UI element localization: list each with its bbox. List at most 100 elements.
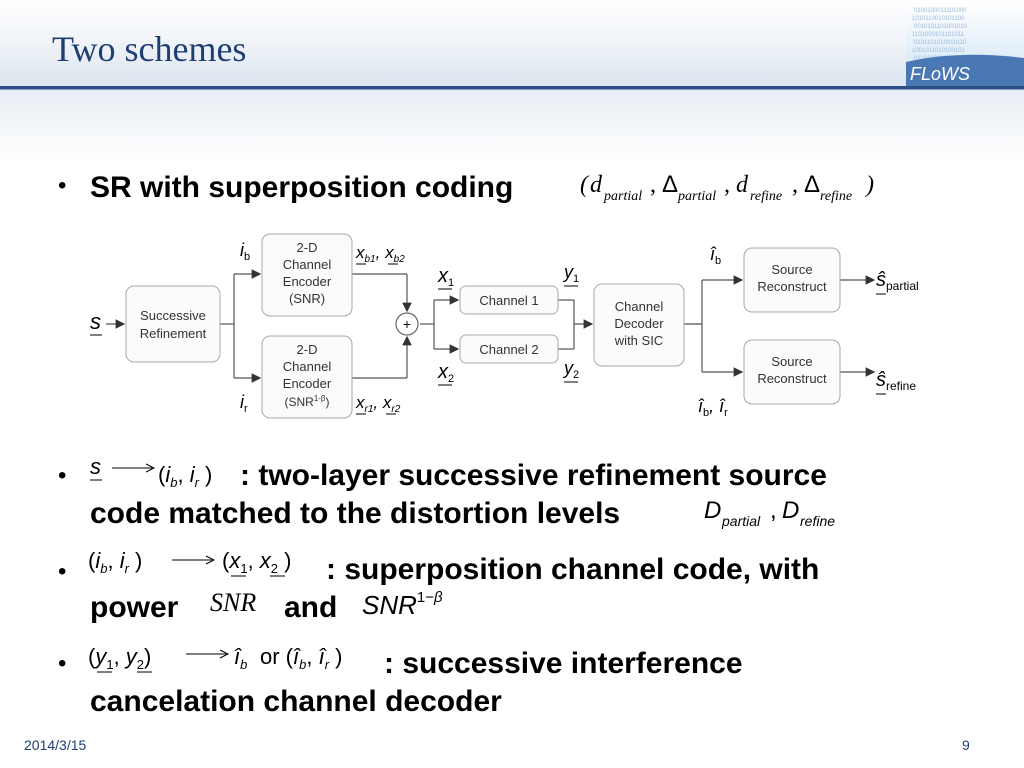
channel-2-block [459, 334, 559, 364]
svg-text:0100100011101000: 0100100011101000 [914, 8, 967, 14]
svg-text:(: ( [580, 172, 590, 198]
logo-text: FLoWS [910, 64, 970, 84]
svg-text:ŝrefine: ŝrefine [876, 369, 916, 393]
svg-text:D: D [704, 497, 721, 524]
bullet-dot: • [58, 172, 67, 199]
svg-text:or (îb, îr ): or (îb, îr ) [260, 644, 343, 672]
svg-text:1001011010100101: 1001011010100101 [912, 48, 966, 54]
svg-text:2-D: 2-D [297, 342, 318, 357]
svg-text:ŝpartial: ŝpartial [876, 269, 919, 293]
header-band [0, 0, 1024, 88]
svg-text:Channel 1: Channel 1 [479, 293, 538, 308]
svg-text:): ) [864, 172, 874, 198]
bullet-3-text-power: power [90, 591, 179, 624]
bullet-3-text: : superposition channel code, with [326, 553, 820, 586]
svg-text:Channel: Channel [283, 257, 332, 272]
bullet-dot: • [58, 462, 67, 489]
svg-text:with SIC: with SIC [614, 333, 663, 348]
svg-text:refine: refine [820, 189, 852, 204]
svg-text:Channel 2: Channel 2 [479, 342, 538, 357]
svg-text:,: , [650, 172, 656, 198]
svg-text:1010110010101100: 1010110010101100 [912, 16, 965, 22]
source-reconstruct-1-block [743, 247, 841, 313]
svg-text:d: d [736, 172, 749, 198]
svg-text:Encoder: Encoder [283, 376, 332, 391]
svg-text:x1: x1 [437, 265, 454, 289]
bullet-4-text-line2: cancelation channel decoder [90, 685, 502, 718]
sr-block [125, 285, 221, 363]
bullet-4-math: (y1, y2) îb or (îb, îr ) [88, 644, 343, 673]
svg-text:d: d [590, 172, 603, 198]
svg-text:Δ: Δ [804, 171, 820, 198]
flows-logo: 0100100011101000 1010110010101100 001010… [906, 2, 1024, 86]
encoder-1-block [261, 233, 353, 317]
svg-text:refine: refine [800, 513, 835, 529]
bullet-4-text: : successive interference [384, 647, 743, 680]
bullet-2-text: : two-layer successive refinement source [240, 459, 827, 492]
header-fade [0, 90, 1024, 160]
svg-text:(y1, y2): (y1, y2) [88, 644, 151, 672]
svg-text:(x1, x2 ): (x1, x2 ) [222, 548, 291, 576]
svg-text:Refinement: Refinement [140, 326, 207, 341]
svg-text:ib: ib [240, 240, 250, 263]
svg-text:Reconstruct: Reconstruct [757, 371, 827, 386]
page-number: 9 [962, 737, 970, 753]
svg-text:(ib, ir ): (ib, ir ) [88, 548, 142, 576]
svg-text:xb1, xb2: xb1, xb2 [355, 243, 405, 265]
svg-text:Channel: Channel [615, 299, 664, 314]
bullet-dot: • [58, 650, 67, 677]
svg-text:Source: Source [771, 354, 812, 369]
svg-text:ir: ir [240, 392, 248, 415]
bullet-3-math: (ib, ir ) (x1, x2 ) [88, 548, 291, 577]
header-rule-light [0, 89, 1024, 90]
svg-text:Successive: Successive [140, 308, 206, 323]
svg-text:partial: partial [603, 189, 642, 204]
svg-text:,: , [770, 497, 777, 524]
svg-text:xr1, xr2: xr1, xr2 [355, 393, 401, 415]
svg-text:1101000101101011: 1101000101101011 [912, 32, 965, 38]
bullet-3-math-snr: SNR [210, 588, 257, 617]
svg-text:SNR1−β: SNR1−β [362, 589, 443, 620]
svg-text:s: s [90, 309, 101, 334]
svg-text:îb: îb [710, 244, 721, 267]
block-diagram: + Successive Refinement 2-D Channel Enco… [90, 233, 919, 419]
svg-text:Reconstruct: Reconstruct [757, 279, 827, 294]
svg-text:Source: Source [771, 262, 812, 277]
svg-text:Δ: Δ [662, 171, 678, 198]
sum-symbol: + [403, 316, 411, 332]
svg-text:îb: îb [234, 644, 247, 672]
svg-text:(SNR): (SNR) [289, 291, 325, 306]
svg-text:îb, îr: îb, îr [698, 396, 728, 419]
header-rule [0, 86, 1024, 89]
svg-text:refine: refine [750, 189, 782, 204]
svg-text:y2: y2 [562, 358, 579, 381]
svg-text:(ib, ir ): (ib, ir ) [158, 462, 212, 490]
bullet-2-math: s (ib, ir ) [90, 454, 212, 490]
bullet-2-math2: D partial , D refine [704, 497, 835, 529]
bullet-2-text-line2: code matched to the distortion levels [90, 497, 621, 530]
bullet-3-text-and: and [284, 591, 338, 624]
bullet-1-math: ( d partial , Δ partial , d refine , Δ r… [580, 171, 874, 204]
svg-text:Encoder: Encoder [283, 274, 332, 289]
svg-text:0101101010010110: 0101101010010110 [914, 40, 967, 46]
svg-text:s: s [90, 454, 101, 479]
sum-node [395, 312, 419, 336]
svg-text:Decoder: Decoder [614, 316, 664, 331]
svg-text:x2: x2 [437, 361, 454, 385]
footer-date: 2014/3/15 [24, 737, 87, 753]
svg-text:D: D [782, 497, 799, 524]
encoder-2-block [261, 335, 353, 419]
bullet-3-math-snr-beta: SNR1−β [362, 589, 443, 620]
channel-1-block [459, 285, 559, 315]
svg-text:y1: y1 [562, 262, 579, 285]
svg-text:,: , [724, 172, 730, 198]
bullet-1-text: SR with superposition coding [90, 171, 514, 204]
svg-text:2-D: 2-D [297, 240, 318, 255]
svg-text:0010101101001010: 0010101101001010 [914, 24, 968, 30]
svg-text:partial: partial [677, 189, 716, 204]
slide-title: Two schemes [52, 29, 247, 69]
svg-text:partial: partial [721, 513, 761, 529]
source-reconstruct-2-block [743, 339, 841, 405]
decoder-block [593, 283, 685, 367]
svg-text:Channel: Channel [283, 359, 332, 374]
